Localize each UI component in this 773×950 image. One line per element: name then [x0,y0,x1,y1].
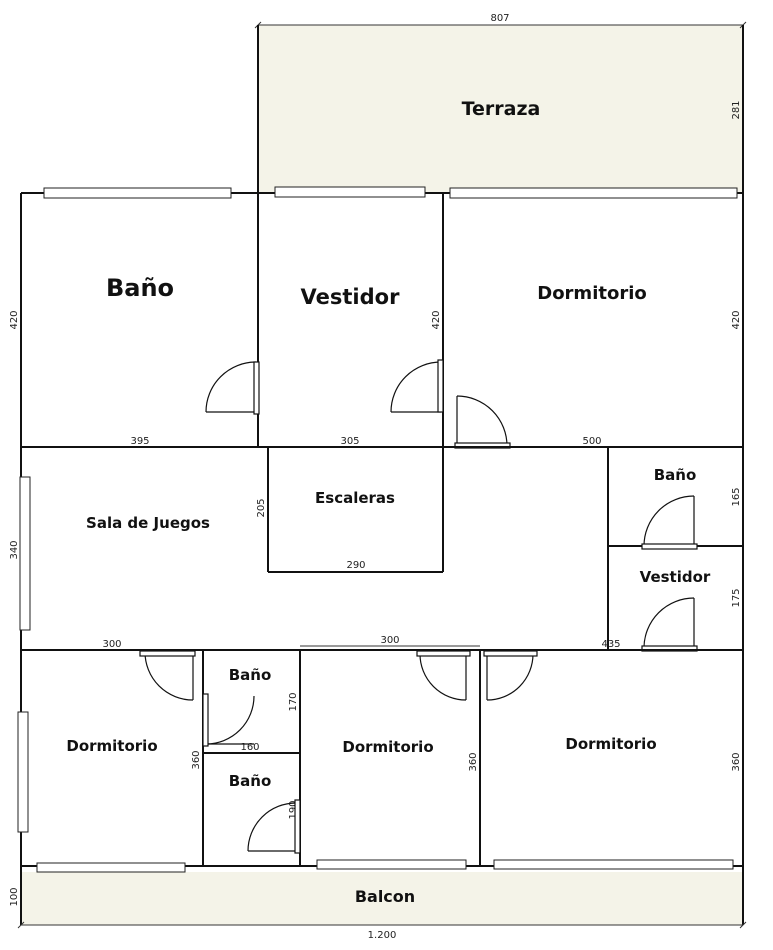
room-label-sala-juegos: Sala de Juegos [86,514,210,532]
dim-label-terraza-width: 807 [490,13,509,24]
window-vestidor-top [274,186,426,198]
dim-label-dorm-left-height: 360 [191,750,202,769]
dim-label-escaleras-width: 290 [346,560,365,571]
room-label-balcon: Balcon [355,887,415,906]
dim-label-total-width: 1.200 [368,930,397,941]
room-label-dormitorio-mid: Dormitorio [342,738,433,756]
dim-label-row3-left-width: 300 [102,639,121,650]
balcon-area [21,872,743,925]
dim-label-bano-small-height: 170 [288,692,299,711]
door-dorm-mid[interactable] [416,650,471,701]
dim-label-row1-mid-height: 420 [431,310,442,329]
dim-label-balcon-height: 100 [9,887,20,906]
window-dorm-mid-bottom [316,859,467,870]
door-bano[interactable] [205,361,260,415]
room-label-dormitorio-right: Dormitorio [565,735,656,753]
dim-label-bano-width: 395 [130,436,149,447]
door-vestidor[interactable] [390,359,444,413]
dim-label-sala-height: 340 [9,540,20,559]
dim-label-dorm-mid-height: 360 [468,752,479,771]
window-dorm-left [17,711,29,833]
window-bano-top [43,187,232,199]
dim-label-row3-mid-width: 300 [380,635,399,646]
window-sala-left [19,476,31,631]
room-label-bano-right: Baño [654,466,697,484]
room-label-bano-small-2: Baño [229,772,272,790]
room-label-dormitorio-left: Dormitorio [66,737,157,755]
window-dorm-left-bottom [36,862,186,873]
room-label-vestidor-right: Vestidor [640,568,711,586]
room-label-bano-small-1: Baño [229,666,272,684]
window-dormitorio-top [449,187,738,199]
room-label-escaleras: Escaleras [315,489,395,507]
room-label-terraza: Terraza [462,98,541,120]
door-bano-small-2[interactable] [247,799,301,854]
dim-label-terraza-height: 281 [731,100,742,119]
door-dorm-left[interactable] [139,650,196,701]
dim-label-escaleras-height: 205 [256,498,267,517]
dim-label-row3-right-width: 435 [601,639,620,650]
dim-label-vestidor-right-height: 175 [731,588,742,607]
door-bano-right[interactable] [641,495,698,550]
window-dorm-right-bottom [493,859,734,870]
dim-label-bano-small2-height: 190 [288,800,299,819]
dim-label-vestidor-width: 305 [340,436,359,447]
room-label-dormitorio-top: Dormitorio [537,283,647,304]
terraza-area [258,25,743,193]
dim-label-row1-left-height: 420 [9,310,20,329]
dim-label-dorm-right-height: 360 [731,752,742,771]
dim-label-bano-small-width: 160 [240,742,259,753]
door-bano-small-1[interactable] [202,693,255,747]
dim-label-row1-right-height: 420 [731,310,742,329]
door-vestidor-right[interactable] [641,597,698,652]
dim-label-bano-right-height: 165 [731,487,742,506]
dimension-total-width [17,921,747,929]
room-label-vestidor-top: Vestidor [301,285,401,309]
door-dorm-right[interactable] [483,650,538,701]
dim-label-dormitorio-width: 500 [582,436,601,447]
room-label-bano: Baño [106,274,174,302]
door-dormitorio-top[interactable] [454,395,511,449]
